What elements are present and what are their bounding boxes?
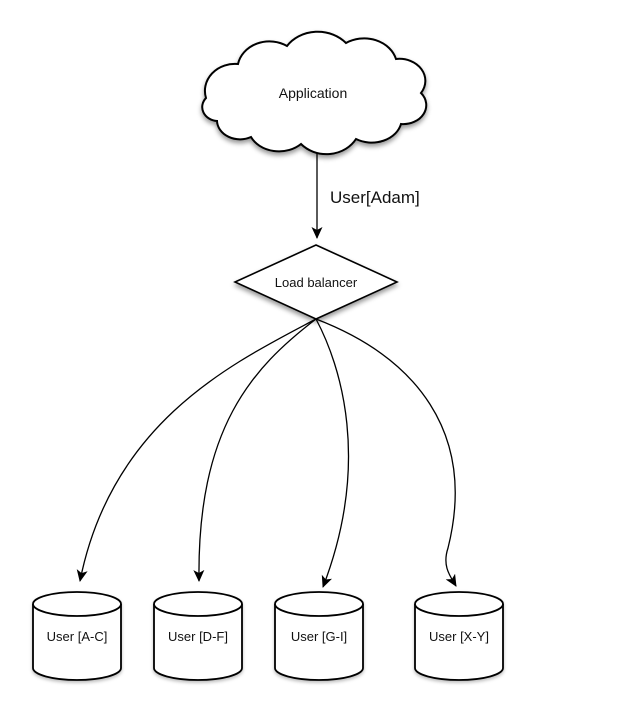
database-label-a-c: User [A-C]: [47, 629, 108, 644]
edge-balancer-to-db3: [315, 318, 350, 588]
cylinder-top: [153, 591, 243, 617]
edge-balancer-to-db2: [193, 318, 317, 582]
application-cloud-node: [201, 30, 428, 156]
edge-balancer-to-db1: [76, 318, 317, 582]
edge-label-user-adam: User[Adam]: [330, 188, 420, 207]
cylinder-top: [414, 591, 504, 617]
database-label-g-i: User [G-I]: [291, 629, 347, 644]
cylinder-body: [32, 604, 122, 681]
cylinder-body: [153, 604, 243, 681]
database-node-a-c: [32, 591, 122, 681]
load-balancer-label: Load balancer: [275, 275, 358, 290]
database-label-d-f: User [D-F]: [168, 629, 228, 644]
database-node-g-i: [274, 591, 364, 681]
cylinder-body: [414, 604, 504, 681]
edge-balancer-to-db4: [315, 318, 457, 587]
database-label-x-y: User [X-Y]: [429, 629, 489, 644]
database-node-d-f: [153, 591, 243, 681]
cylinder-top: [274, 591, 364, 617]
database-node-x-y: [414, 591, 504, 681]
application-label: Application: [279, 85, 348, 101]
cylinder-body: [274, 604, 364, 681]
cylinder-top: [32, 591, 122, 617]
